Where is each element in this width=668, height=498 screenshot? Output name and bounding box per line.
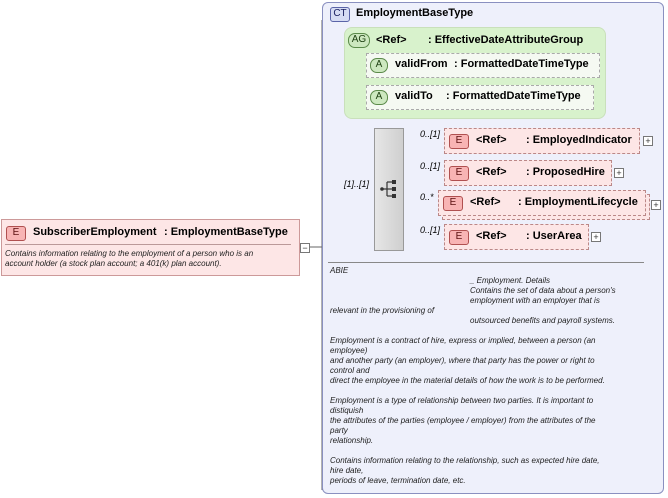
root-element-tag: E <box>6 226 26 241</box>
expand-button[interactable]: + <box>643 136 653 146</box>
sequence-icon <box>380 180 396 198</box>
attribute-validto[interactable] <box>366 85 594 110</box>
attribute-name: validTo <box>395 90 433 102</box>
root-element-divider <box>5 244 291 245</box>
element-occurrence: 0..[1] <box>420 225 441 235</box>
attribute-group-name: : EffectiveDateAttributeGroup <box>428 34 584 46</box>
complex-type-name: EmploymentBaseType <box>356 7 474 19</box>
doc-line: Employment is a contract of hire, expres… <box>330 336 596 345</box>
doc-line: employee) <box>330 346 368 355</box>
doc-line: relevant in the provisioning of <box>330 306 435 315</box>
doc-line: Contains information relating to the rel… <box>330 456 600 465</box>
doc-line: distiquish <box>330 406 364 415</box>
attribute-tag: A <box>370 90 388 105</box>
doc-line: employment with an employer that is <box>470 296 600 305</box>
element-tag: E <box>443 196 463 211</box>
element-tag: E <box>449 134 469 149</box>
root-element-description-line: account holder (a stock plan account; a … <box>5 259 222 268</box>
element-name: : EmployedIndicator <box>526 134 632 146</box>
element-ref: <Ref> <box>470 196 501 208</box>
element-name: : ProposedHire <box>526 166 605 178</box>
root-element-description-line: Contains information relating to the emp… <box>5 249 254 258</box>
doc-line: outsourced benefits and payroll systems. <box>470 316 615 325</box>
element-ref: <Ref> <box>476 166 507 178</box>
element-occurrence: 0..[1] <box>420 129 441 139</box>
element-proposedhire[interactable] <box>444 160 612 186</box>
doc-line: periods of leave, termination date, etc. <box>330 476 466 485</box>
doc-line: _ Employment. Details <box>470 276 551 285</box>
attribute-tag: A <box>370 58 388 73</box>
root-element-type: : EmploymentBaseType <box>164 226 288 238</box>
attribute-type: : FormattedDateTimeType <box>446 90 581 102</box>
complex-type-tag: CT <box>330 7 350 22</box>
doc-line: ABIE <box>330 266 349 275</box>
element-occurrence: 0..* <box>420 192 434 202</box>
expand-button[interactable]: + <box>651 200 661 210</box>
doc-line: hire date, <box>330 466 364 475</box>
element-name: : UserArea <box>526 230 582 242</box>
doc-line: Contains the set of data about a person'… <box>470 286 616 295</box>
expand-button[interactable]: + <box>591 232 601 242</box>
root-element-name: SubscriberEmployment <box>33 226 157 238</box>
element-employedindicator[interactable] <box>444 128 640 154</box>
doc-line: and another party (an employer), where t… <box>330 356 595 365</box>
attribute-group-tag: AG <box>348 33 370 48</box>
element-ref: <Ref> <box>476 230 507 242</box>
element-occurrence: 0..[1] <box>420 161 441 171</box>
element-tag: E <box>449 230 469 245</box>
attribute-name: validFrom <box>395 58 448 70</box>
element-name: : EmploymentLifecycle <box>518 196 638 208</box>
root-element-box[interactable] <box>1 219 300 276</box>
element-employmentlifecycle[interactable] <box>438 190 646 216</box>
doc-line: Employment is a type of relationship bet… <box>330 396 594 405</box>
doc-line: control and <box>330 366 370 375</box>
attribute-validfrom[interactable] <box>366 53 600 78</box>
doc-line: party <box>330 426 348 435</box>
element-ref: <Ref> <box>476 134 507 146</box>
sequence-compositor[interactable] <box>374 128 404 251</box>
documentation-divider <box>328 262 644 263</box>
element-tag: E <box>449 166 469 181</box>
doc-line: direct the employee in the material deta… <box>330 376 605 385</box>
attribute-type: : FormattedDateTimeType <box>454 58 589 70</box>
sequence-occurrence: [1]..[1] <box>344 179 370 189</box>
doc-line: relationship. <box>330 436 374 445</box>
doc-line: the attributes of the parties (employee … <box>330 416 596 425</box>
expand-button[interactable]: + <box>614 168 624 178</box>
collapse-button[interactable]: − <box>300 243 310 253</box>
attribute-group-ref: <Ref> <box>376 34 407 46</box>
